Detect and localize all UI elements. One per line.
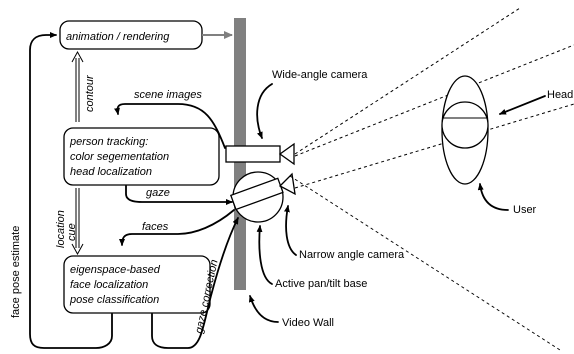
tracking-box [63, 127, 220, 186]
eigen-line-1: eigenspace-based [70, 264, 161, 276]
eigen-line-2: face localization [70, 279, 148, 291]
narrow-angle-camera [229, 172, 296, 211]
pan-tilt-label: Active pan/tilt base [275, 278, 367, 290]
gaze-label: gaze [146, 187, 170, 199]
field-of-view-lines [289, 7, 574, 351]
wide-angle-label: Wide-angle camera [272, 69, 368, 81]
tracking-line-1: person tracking: [69, 136, 148, 148]
user-label: User [513, 204, 537, 216]
tracking-line-3: head localization [70, 166, 152, 178]
faces-arrow [119, 209, 235, 246]
scene-images-label: scene images [134, 89, 202, 101]
video-wall-label: Video Wall [282, 317, 334, 329]
head [441, 101, 489, 149]
narrow-angle-label: Narrow angle camera [299, 249, 405, 261]
scene-images-arrow [114, 103, 226, 149]
contour-arrow [71, 50, 84, 122]
cue-label: cue [66, 223, 78, 241]
gaze-correction-arrow [151, 217, 239, 349]
head-label: Head [547, 89, 573, 101]
contour-label: contour [84, 74, 96, 112]
location-label: location [55, 210, 67, 248]
eigen-line-3: pose classification [69, 294, 159, 306]
location-cue-arrow [71, 188, 84, 256]
eigen-box [63, 255, 211, 314]
face-pose-loop [29, 32, 113, 349]
wide-angle-camera [225, 142, 295, 166]
tracking-line-2: color segementation [70, 151, 169, 163]
face-pose-label: face pose estimate [10, 226, 22, 318]
gaze-arrow [125, 185, 233, 205]
animation-label: animation / rendering [66, 31, 170, 43]
faces-label: faces [142, 221, 169, 233]
